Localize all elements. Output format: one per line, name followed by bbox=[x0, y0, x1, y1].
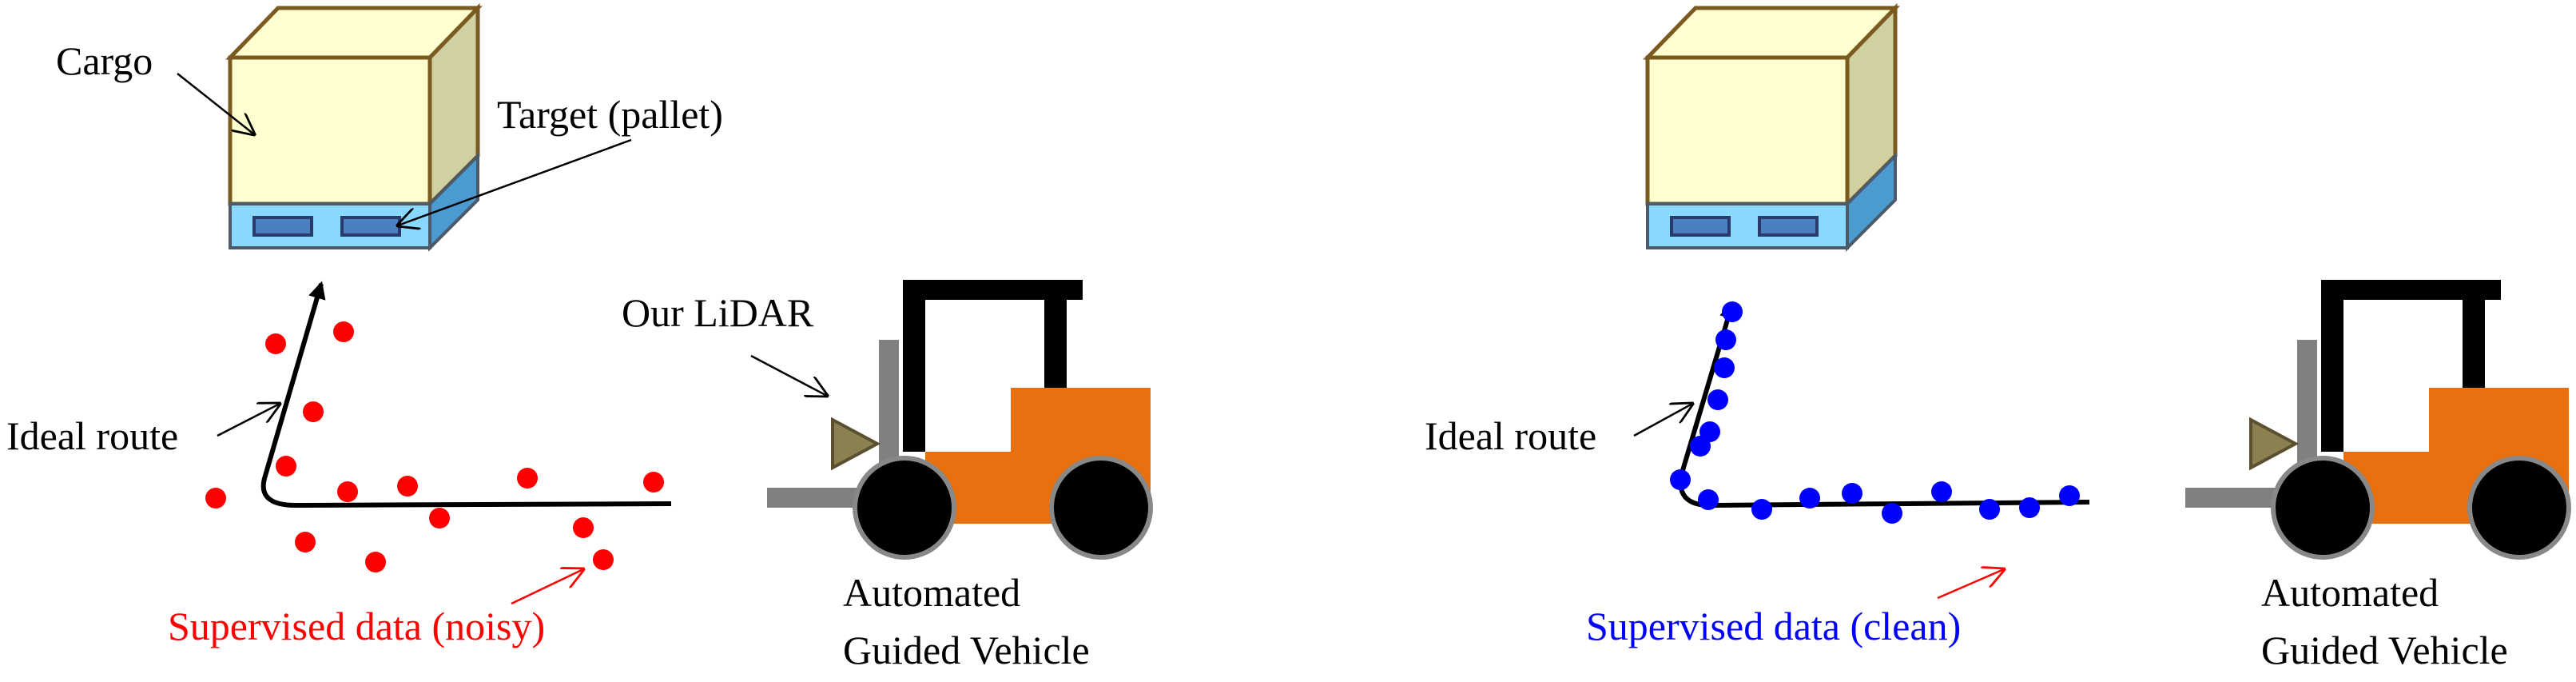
right-route-arrow bbox=[1633, 404, 1692, 437]
right-vehicle-label-2: Guided Vehicle bbox=[2261, 628, 2508, 672]
left-cargo-front bbox=[228, 55, 432, 206]
left-pallet-slot-1 bbox=[252, 216, 313, 237]
right-data-label: Supervised data (clean) bbox=[1586, 604, 1961, 648]
left-mast-post-1 bbox=[903, 280, 925, 452]
clean-point-7 bbox=[1670, 469, 1691, 490]
right-vehicle-label-1: Automated bbox=[2261, 570, 2439, 615]
right-mast-post-1 bbox=[2321, 280, 2343, 452]
clean-point-16 bbox=[2059, 485, 2080, 506]
left-pallet-slot-2 bbox=[340, 216, 401, 237]
left-target-arrow bbox=[398, 138, 632, 225]
right-ideal-route bbox=[1678, 301, 2090, 509]
right-panel: Ideal route Supervised data (clean) Auto… bbox=[1425, 2, 2571, 672]
left-cargo-arrow bbox=[177, 73, 254, 134]
noisy-point-14 bbox=[593, 549, 614, 570]
left-panel: Cargo Target (pallet) Ideal route Superv… bbox=[6, 2, 1153, 672]
noisy-point-10 bbox=[429, 508, 450, 528]
left-ideal-route bbox=[260, 281, 672, 509]
clean-point-6 bbox=[1690, 436, 1711, 457]
left-cargo-box bbox=[225, 2, 483, 252]
left-vehicle-label-2: Guided Vehicle bbox=[843, 628, 1090, 672]
right-cargo-front bbox=[1645, 55, 1850, 206]
left-target-label: Target (pallet) bbox=[497, 92, 723, 137]
clean-point-15 bbox=[2019, 497, 2040, 518]
left-route-arrow bbox=[217, 404, 280, 437]
noisy-point-6 bbox=[337, 481, 358, 502]
noisy-point-5 bbox=[205, 488, 226, 509]
right-cargo-box bbox=[1643, 2, 1900, 252]
left-route-label: Ideal route bbox=[6, 413, 178, 458]
left-wheel-front bbox=[853, 456, 956, 560]
noisy-point-9 bbox=[643, 472, 664, 493]
right-pallet-slot-1 bbox=[1670, 216, 1731, 237]
clean-point-group bbox=[1670, 301, 2080, 524]
left-data-label: Supervised data (noisy) bbox=[168, 604, 545, 648]
left-cargo-label: Cargo bbox=[56, 38, 153, 83]
right-data-arrow bbox=[1937, 569, 2004, 600]
right-wheel-rear bbox=[2467, 456, 2571, 560]
right-wheel-front bbox=[2271, 456, 2375, 560]
left-lidar-arrow bbox=[750, 354, 827, 396]
clean-point-9 bbox=[1751, 499, 1772, 520]
left-vehicle-label-1: Automated bbox=[843, 570, 1020, 615]
noisy-point-11 bbox=[295, 532, 316, 552]
noisy-point-2 bbox=[265, 333, 286, 354]
noisy-point-8 bbox=[517, 468, 538, 489]
right-pallet-slot-2 bbox=[1758, 216, 1819, 237]
right-mast-top bbox=[2321, 280, 2501, 300]
clean-point-8 bbox=[1698, 489, 1719, 510]
noisy-point-7 bbox=[397, 476, 418, 497]
noisy-point-group bbox=[205, 321, 664, 572]
clean-point-1 bbox=[1722, 301, 1743, 322]
left-agv bbox=[767, 280, 1153, 560]
noisy-point-3 bbox=[303, 401, 324, 422]
left-wheel-rear bbox=[1049, 456, 1153, 560]
right-route-label: Ideal route bbox=[1425, 413, 1596, 458]
clean-point-2 bbox=[1715, 329, 1736, 350]
left-lidar-icon bbox=[831, 417, 881, 471]
clean-point-13 bbox=[1931, 481, 1952, 502]
right-lidar-icon bbox=[2249, 417, 2300, 471]
noisy-point-12 bbox=[365, 552, 386, 572]
noisy-point-1 bbox=[333, 321, 354, 342]
left-mast-top bbox=[903, 280, 1083, 300]
clean-point-4 bbox=[1707, 389, 1728, 410]
clean-point-14 bbox=[1979, 499, 2000, 520]
left-lidar-label: Our LiDAR bbox=[622, 290, 814, 335]
right-agv bbox=[2185, 280, 2571, 560]
noisy-point-13 bbox=[573, 517, 594, 538]
noisy-point-4 bbox=[276, 456, 296, 477]
clean-point-11 bbox=[1842, 483, 1862, 504]
clean-point-12 bbox=[1882, 503, 1902, 524]
clean-point-10 bbox=[1799, 488, 1820, 509]
left-data-arrow bbox=[511, 569, 583, 605]
clean-point-3 bbox=[1714, 357, 1735, 378]
